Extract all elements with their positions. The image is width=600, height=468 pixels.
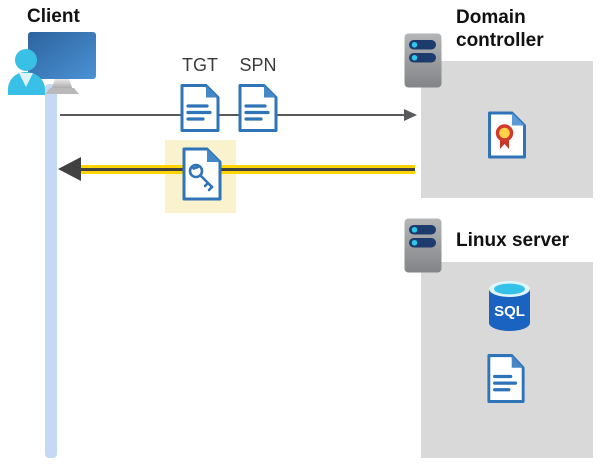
key-document-icon [182,147,222,201]
tgt-label: TGT [182,55,218,75]
person-collar [19,73,33,87]
tgt-document-icon [180,84,220,132]
monitor-stand [51,79,73,90]
spn-label: SPN [239,55,277,75]
certificate-icon [488,111,526,159]
response-arrow-line [74,165,415,174]
domain-controller-server-icon [404,33,442,88]
sql-icon-label: SQL [494,303,525,320]
linux-server-icon [404,218,442,273]
spn-document-icon [238,84,278,132]
monitor-screen [28,32,96,79]
domain-controller-label: Domain controller [456,7,544,51]
linux-server-label: Linux server [456,230,569,251]
request-arrowhead-icon [404,109,417,121]
person-at-computer-icon [8,32,96,95]
sql-database-icon: SQL [489,281,530,331]
keytab-document-icon [487,354,525,403]
response-arrowhead-icon [58,157,81,181]
person-head [15,49,37,71]
request-arrow-line [60,114,407,116]
client-timeline-bar [45,84,57,458]
monitor-base [45,88,79,94]
client-label: Client [27,6,80,27]
